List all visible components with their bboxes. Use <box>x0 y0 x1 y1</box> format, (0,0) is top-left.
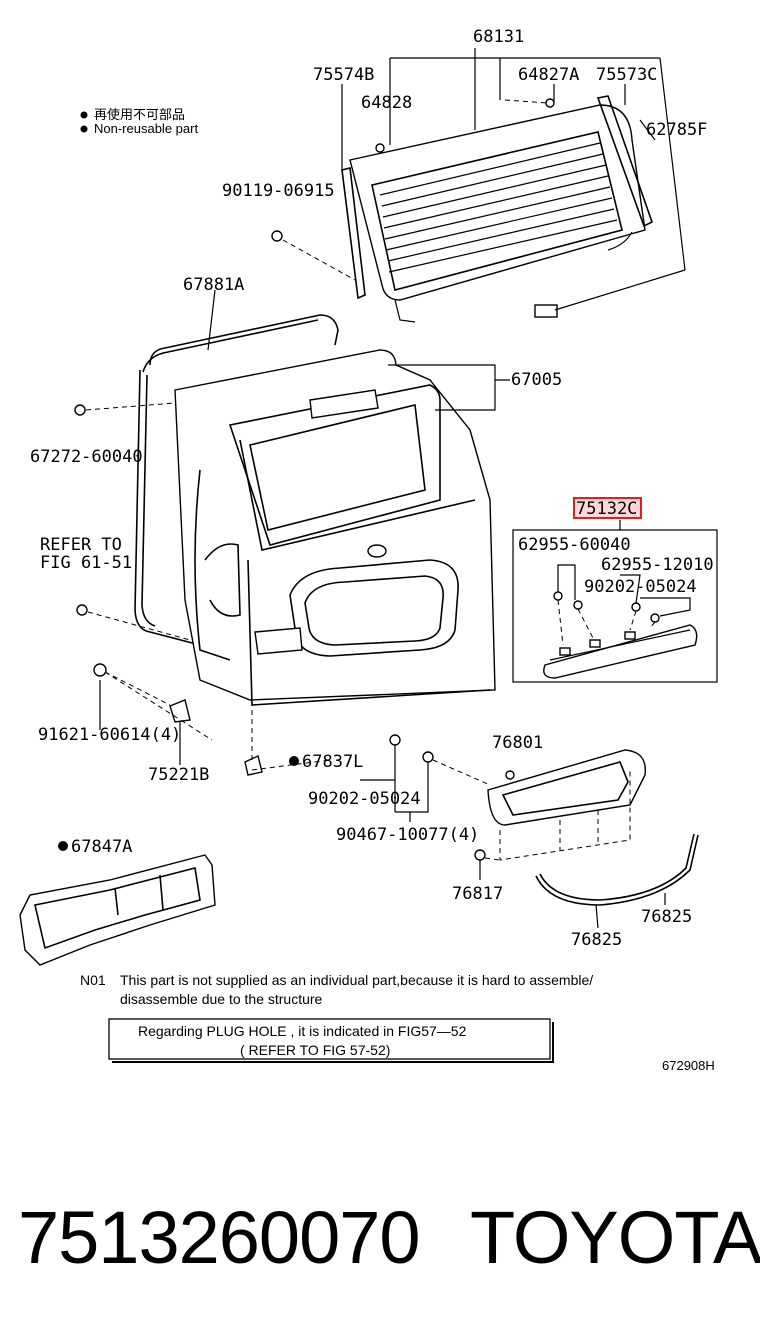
back-door-panel <box>174 349 496 706</box>
legend-en: Non-reusable part <box>94 121 198 136</box>
label-refer-to: REFER TO <box>40 535 122 555</box>
label-68131: 68131 <box>473 27 524 47</box>
weatherstrip-67881A-inner <box>141 319 319 627</box>
note-n01-tag: N01 <box>80 972 106 988</box>
label-91621-60614: 91621-60614(4) <box>38 725 181 745</box>
plug-hole-line1: Regarding PLUG HOLE , it is indicated in… <box>138 1023 467 1039</box>
label-67272-60040: 67272-60040 <box>30 447 143 467</box>
label-64828: 64828 <box>361 93 412 113</box>
label-67005: 67005 <box>511 370 562 390</box>
note-n01-line2: disassemble due to the structure <box>120 991 323 1007</box>
label-76825-b: 76825 <box>571 930 622 950</box>
label-90467-10077: 90467-10077(4) <box>336 825 479 845</box>
spoiler-detail-box <box>512 529 718 683</box>
label-76825-a: 76825 <box>641 907 692 927</box>
label-67881A: 67881A <box>183 275 244 295</box>
label-76801: 76801 <box>492 733 543 753</box>
non-reusable-dot-icon <box>289 756 299 766</box>
label-64827A: 64827A <box>518 65 579 85</box>
plug-hole-line2: ( REFER TO FIG 57-52) <box>240 1042 390 1058</box>
moulding-76825-edge <box>539 833 695 901</box>
non-reusable-dot-icon <box>80 125 88 133</box>
label-67847A: 67847A <box>71 837 132 857</box>
label-75574B: 75574B <box>313 65 374 85</box>
plug-hole-box <box>108 1018 551 1060</box>
notes: N01 This part is not supplied as an indi… <box>80 972 715 1073</box>
non-reusable-dot-icon <box>80 111 88 119</box>
back-window-glass <box>341 95 653 323</box>
label-90202-05024-a: 90202-05024 <box>584 577 697 597</box>
figure-id: 672908H <box>662 1058 715 1073</box>
legend: 再使用不可部品 Non-reusable part <box>80 107 198 136</box>
label-fig-61-51: FIG 61-51 <box>40 553 132 573</box>
brand-name: TOYOTA <box>470 1196 760 1279</box>
label-90202-05024-b: 90202-05024 <box>308 789 421 809</box>
moulding-76825 <box>535 834 699 906</box>
weatherstrip-67881A <box>134 314 339 646</box>
garnish-76801 <box>487 749 647 861</box>
footer: 7513260070 TOYOTA <box>0 1188 760 1288</box>
label-75573C: 75573C <box>596 65 657 85</box>
note-n01-line1: This part is not supplied as an individu… <box>120 972 593 988</box>
highlight-box <box>573 497 642 519</box>
label-75132C: 75132C <box>576 499 637 519</box>
part-labels: 68131 75574B 64828 64827A 75573C 62785F … <box>30 27 714 950</box>
part-number: 7513260070 <box>18 1196 421 1279</box>
label-62955-60040: 62955-60040 <box>518 535 631 555</box>
legend-jp: 再使用不可部品 <box>94 107 185 122</box>
label-75221B: 75221B <box>148 765 209 785</box>
non-reusable-dot-icon <box>58 841 68 851</box>
label-62955-12010: 62955-12010 <box>601 555 714 575</box>
label-90119-06915: 90119-06915 <box>222 181 335 201</box>
label-62785F: 62785F <box>646 120 707 140</box>
leader-lines <box>85 48 691 929</box>
trim-67847A <box>19 854 216 966</box>
label-76817: 76817 <box>452 884 503 904</box>
exploded-parts-diagram: 再使用不可部品 Non-reusable part <box>19 27 718 1073</box>
label-67837L: 67837L <box>302 752 363 772</box>
